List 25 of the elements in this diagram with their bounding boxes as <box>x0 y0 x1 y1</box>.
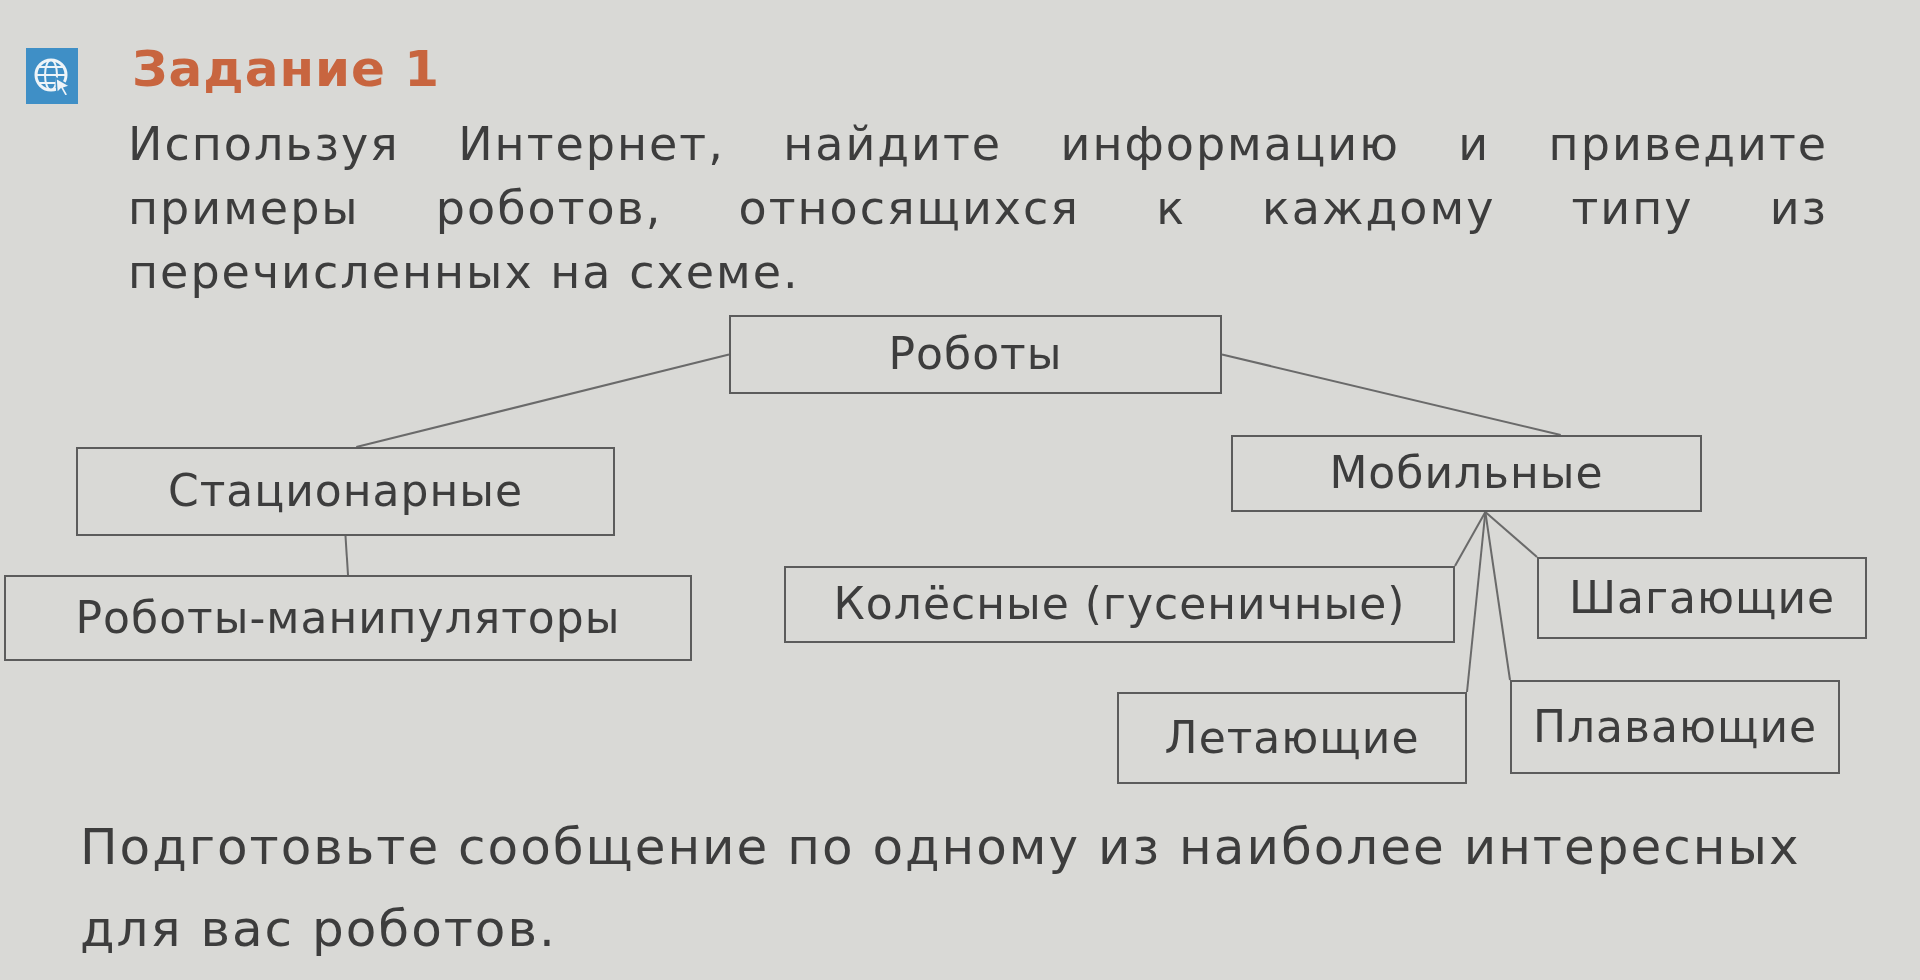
category-label: Роботы-манипуляторы <box>75 592 621 644</box>
category-label: Колёсные (гусеничные) <box>833 579 1406 630</box>
category-box <box>1537 557 1867 639</box>
connector-line <box>355 353 730 448</box>
category-box <box>1231 435 1702 512</box>
connector-line <box>1484 511 1538 558</box>
connector-line <box>1454 511 1487 567</box>
category-box <box>784 566 1455 643</box>
category-box <box>4 575 692 661</box>
category-box <box>729 315 1222 394</box>
category-label: Летающие <box>1164 712 1420 764</box>
connector-line <box>344 535 349 576</box>
instruction-text: Используя Интернет, найдите информацию и приведите примеры роботов, относящихся к каждому типу из перечисленных на схеме. <box>128 116 1828 301</box>
category-box <box>76 447 615 536</box>
category-label: Стационарные <box>168 466 523 517</box>
category-label: Плавающие <box>1532 701 1818 753</box>
category-box <box>1510 680 1840 774</box>
note-text: Подготовьте сообщение по одному из наиболее интересных для вас роботов. <box>80 817 1802 960</box>
category-label: Шагающие <box>1568 572 1836 624</box>
connector-line <box>1221 353 1562 436</box>
task-heading: Задание 1 <box>132 42 441 97</box>
connector-line <box>1484 511 1511 681</box>
category-label: Роботы <box>888 329 1063 380</box>
category-label: Мобильные <box>1329 448 1604 499</box>
category-box <box>1117 692 1467 784</box>
